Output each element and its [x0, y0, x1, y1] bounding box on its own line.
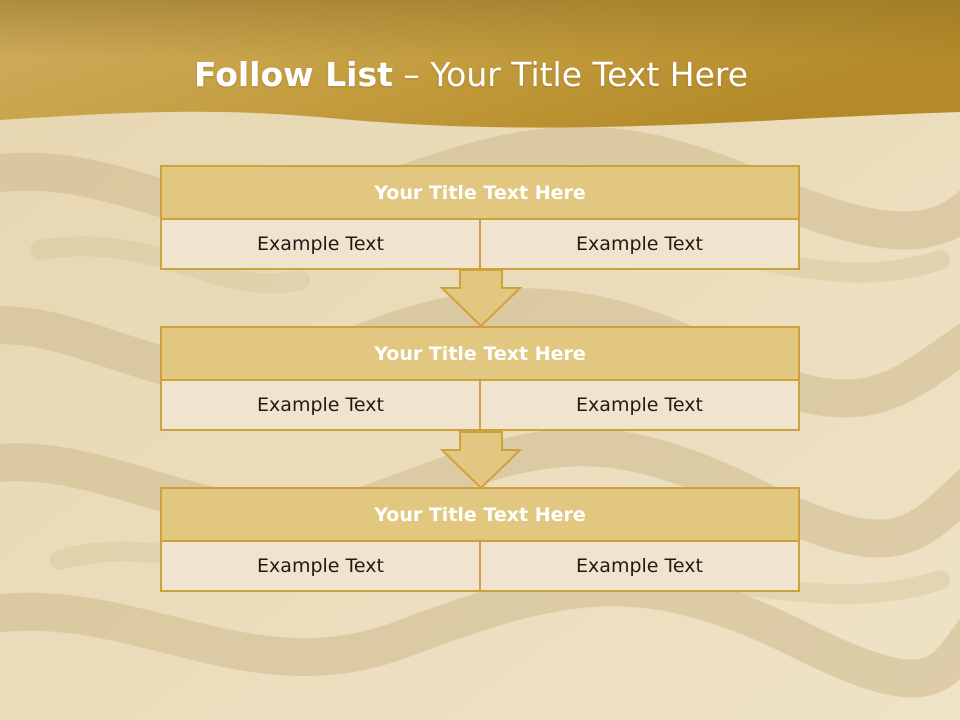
down-arrow-icon — [439, 431, 523, 490]
block-cell-right: Example Text — [481, 542, 800, 592]
flow-block-2: Your Title Text Here Example Text Exampl… — [160, 326, 800, 431]
block-cell-left: Example Text — [160, 381, 481, 431]
slide-title-rest: – Your Title Text Here — [392, 55, 749, 94]
block-title: Your Title Text Here — [160, 165, 800, 220]
block-row: Example Text Example Text — [160, 220, 800, 270]
slide-title: Follow List – Your Title Text Here — [0, 52, 942, 98]
block-cell-right: Example Text — [481, 220, 800, 270]
slide-title-bold: Follow List — [193, 55, 393, 94]
block-cell-left: Example Text — [160, 542, 481, 592]
down-arrow-icon — [439, 269, 523, 328]
block-title: Your Title Text Here — [160, 487, 800, 542]
flow-block-1: Your Title Text Here Example Text Exampl… — [160, 165, 800, 270]
block-row: Example Text Example Text — [160, 542, 800, 592]
block-cell-right: Example Text — [481, 381, 800, 431]
header-band — [0, 0, 960, 128]
block-title: Your Title Text Here — [160, 326, 800, 381]
block-cell-left: Example Text — [160, 220, 481, 270]
flow-block-3: Your Title Text Here Example Text Exampl… — [160, 487, 800, 592]
block-row: Example Text Example Text — [160, 381, 800, 431]
